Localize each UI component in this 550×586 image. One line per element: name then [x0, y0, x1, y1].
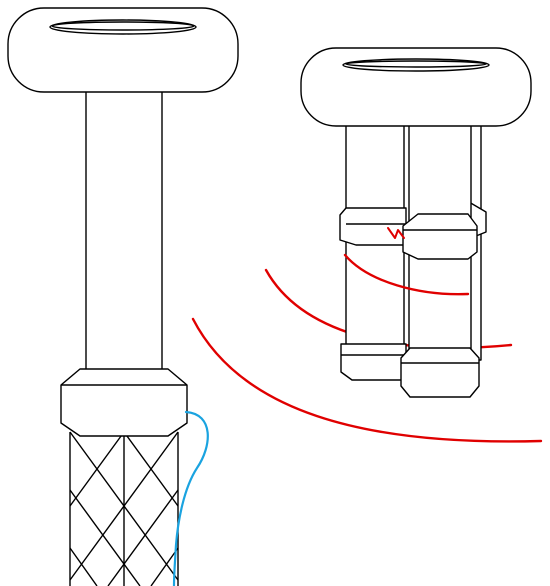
field-arcs-near [343, 253, 470, 296]
left-top-ring-hole [49, 19, 197, 35]
cable-icon [172, 410, 209, 586]
right-rod-front [400, 111, 480, 398]
spark-zigzag-icon [387, 227, 405, 239]
right-rod-left [339, 109, 407, 381]
lattice-mesh-base [69, 431, 179, 586]
left-hex-collar [60, 368, 188, 437]
left-assembly [7, 7, 239, 586]
left-rod [85, 75, 163, 379]
field-arc-inner [343, 253, 470, 296]
field-arc-outer [191, 317, 543, 443]
right-assembly [300, 47, 532, 398]
